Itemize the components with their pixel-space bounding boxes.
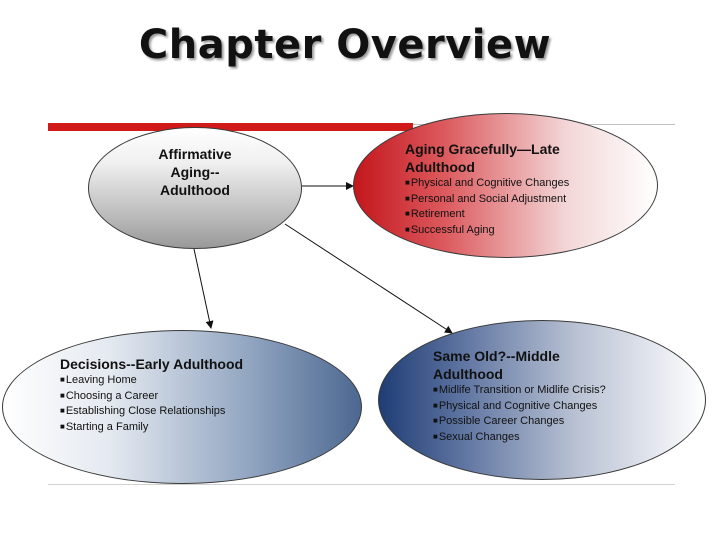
- list-item: Starting a Family: [60, 420, 310, 436]
- list-item: Midlife Transition or Midlife Crisis?: [433, 383, 653, 399]
- late-adulthood-heading: Adulthood: [405, 159, 475, 175]
- list-item: Possible Career Changes: [433, 414, 653, 430]
- list-item: Physical and Cognitive Changes: [405, 176, 605, 192]
- arrow-to-middle-adulthood: [284, 223, 453, 334]
- center-label-line: Aging--: [170, 164, 220, 180]
- middle-adulthood-heading: Adulthood: [433, 366, 503, 382]
- list-item: Physical and Cognitive Changes: [433, 399, 653, 415]
- list-item: Personal and Social Adjustment: [405, 192, 605, 208]
- center-node-label: Affirmative Aging-- Adulthood: [130, 145, 260, 199]
- arrow-to-early-adulthood: [193, 248, 214, 329]
- early-adulthood-text: Decisions--Early Adulthood Leaving Home …: [60, 355, 310, 435]
- late-adulthood-list: Physical and Cognitive Changes Personal …: [405, 176, 605, 238]
- middle-adulthood-heading: Same Old?--Middle: [433, 348, 560, 364]
- late-adulthood-text: Aging Gracefully—Late Adulthood Physical…: [405, 140, 605, 238]
- list-item: Retirement: [405, 207, 605, 223]
- list-item: Sexual Changes: [433, 430, 653, 446]
- middle-adulthood-text: Same Old?--Middle Adulthood Midlife Tran…: [433, 347, 653, 445]
- center-label-line: Affirmative: [158, 146, 232, 162]
- node-affirmative-aging: [88, 127, 302, 249]
- middle-adulthood-list: Midlife Transition or Midlife Crisis? Ph…: [433, 383, 653, 445]
- list-item: Establishing Close Relationships: [60, 404, 310, 420]
- early-adulthood-heading: Decisions--Early Adulthood: [60, 356, 244, 372]
- late-adulthood-heading: Aging Gracefully—Late: [405, 141, 560, 157]
- footer-rule-line: [48, 484, 675, 485]
- slide-title: Chapter Overview: [138, 22, 552, 68]
- list-item: Successful Aging: [405, 223, 605, 239]
- title-accent-bar: [48, 123, 413, 131]
- list-item: Leaving Home: [60, 373, 310, 389]
- list-item: Choosing a Career: [60, 389, 310, 405]
- early-adulthood-list: Leaving Home Choosing a Career Establish…: [60, 373, 310, 435]
- center-label-line: Adulthood: [160, 182, 230, 198]
